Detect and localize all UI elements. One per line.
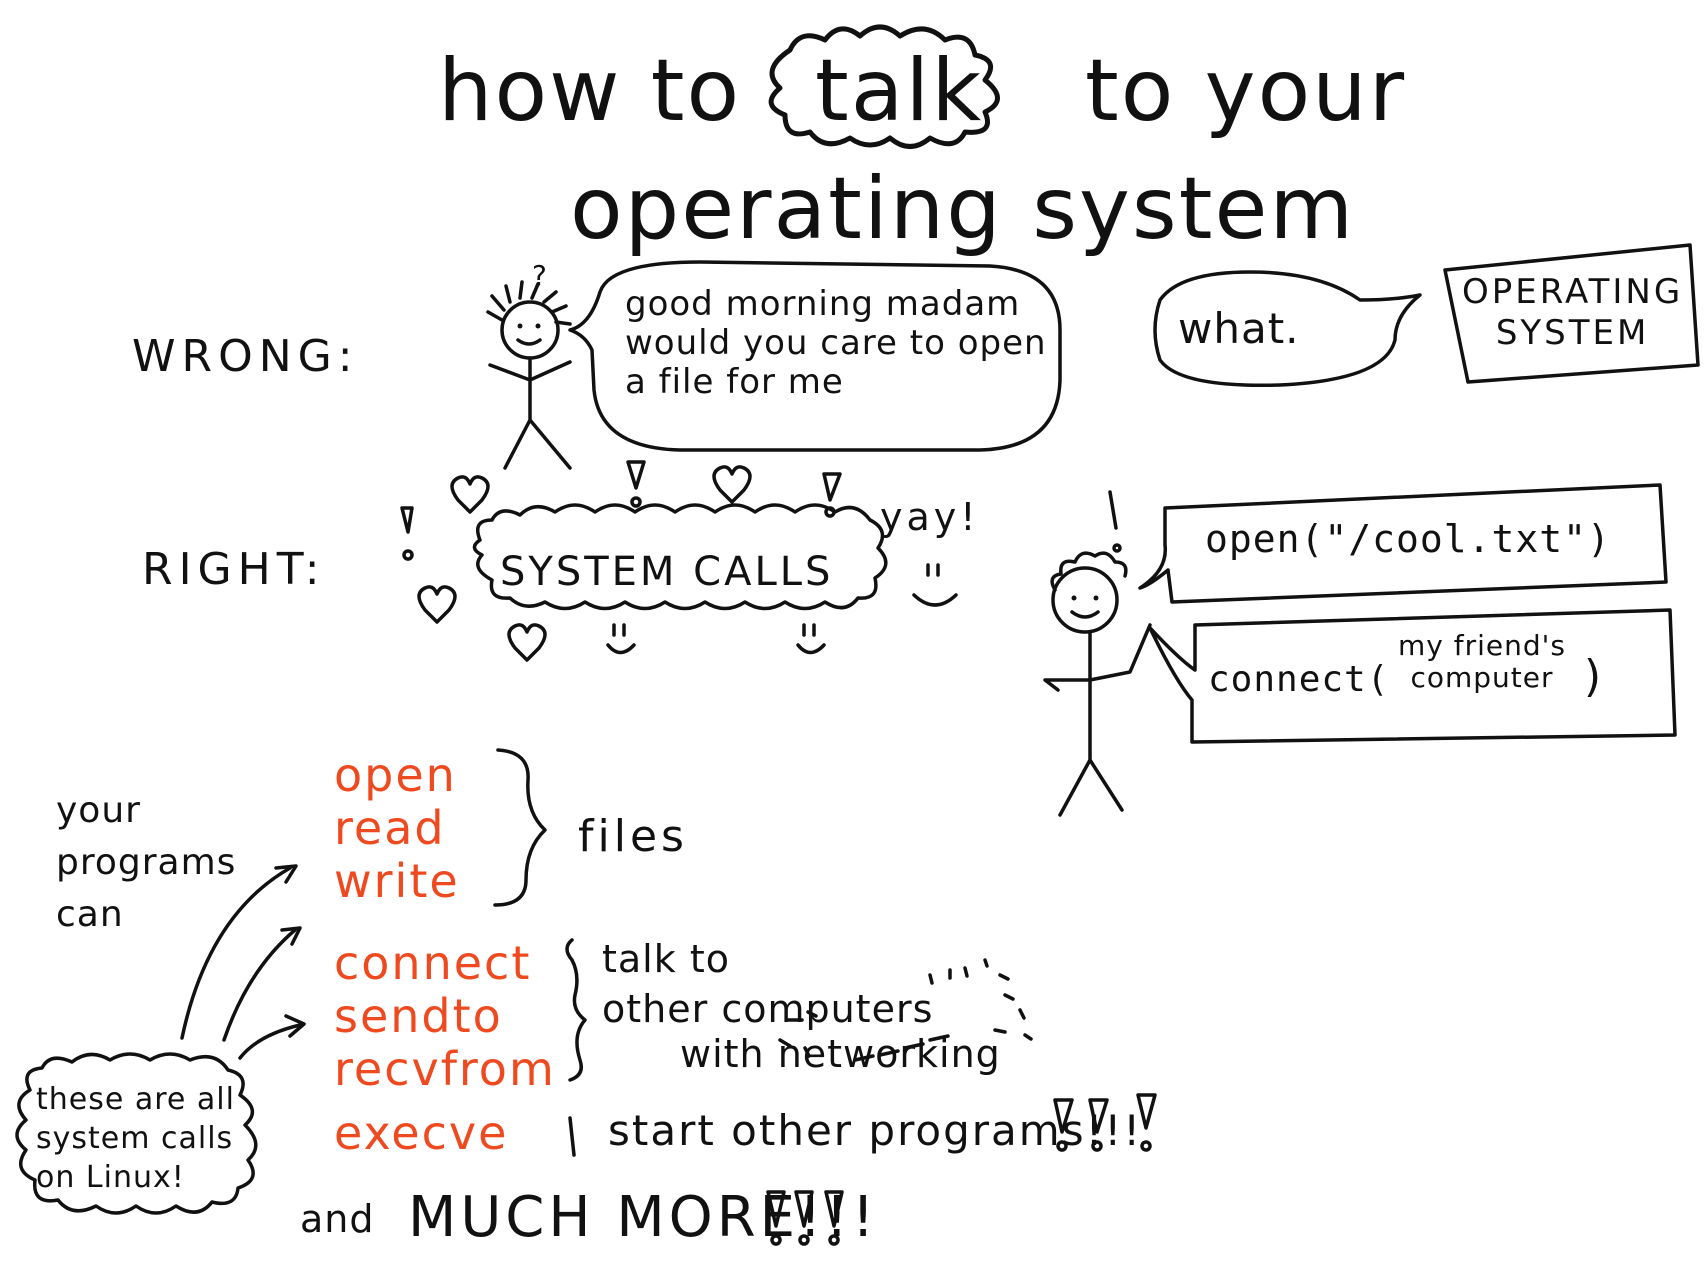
connect-call-box bbox=[1148, 608, 1677, 744]
system-calls-cloud bbox=[472, 503, 888, 611]
title-line1-before: how to bbox=[438, 41, 742, 141]
smiley-doodles bbox=[606, 563, 958, 655]
footer-prefix: and bbox=[300, 1197, 375, 1241]
open-call-text: open("/cool.txt") bbox=[1205, 517, 1611, 561]
os-box bbox=[1443, 243, 1700, 384]
execve-bar bbox=[568, 1116, 576, 1157]
exclamation-doodles bbox=[400, 460, 1122, 561]
net-desc-line3: with networking bbox=[680, 1032, 1001, 1076]
files-brace bbox=[493, 748, 547, 907]
heart-doodle bbox=[450, 475, 490, 514]
connect-call-prefix: connect( bbox=[1208, 659, 1390, 700]
files-desc: files bbox=[578, 811, 688, 862]
note-arrows bbox=[180, 864, 306, 1060]
net-desc-line1: talk to bbox=[602, 937, 730, 981]
wrong-stick-figure bbox=[486, 280, 572, 470]
os-box-text: OPERATING SYSTEM bbox=[1462, 272, 1684, 353]
heart-doodle bbox=[712, 465, 752, 504]
wrong-speech-text: good morning madam would you care to ope… bbox=[625, 284, 1047, 403]
execve-exclamations bbox=[1053, 1093, 1157, 1152]
syscall-execve: execve bbox=[334, 1106, 509, 1160]
list-intro: your programs can bbox=[56, 790, 237, 936]
title-line1-emph: talk bbox=[815, 41, 984, 141]
syscall-recvfrom: recvfrom bbox=[334, 1042, 556, 1096]
wrong-label: WRONG: bbox=[132, 331, 359, 382]
syscall-write: write bbox=[334, 854, 460, 908]
syscall-read: read bbox=[334, 801, 446, 855]
connect-call-suffix: ) bbox=[1580, 651, 1608, 702]
syscall-open: open bbox=[334, 748, 457, 802]
heart-doodle bbox=[417, 585, 457, 624]
networking-brace bbox=[565, 938, 587, 1082]
title-line2: operating system bbox=[570, 159, 1356, 259]
wrong-person-question: ? bbox=[532, 259, 548, 292]
right-stick-figure bbox=[1043, 551, 1152, 817]
execve-desc: start other programs!!! bbox=[608, 1106, 1143, 1155]
note-cloud bbox=[15, 1052, 258, 1215]
connect-call-arg: my friend's computer bbox=[1398, 629, 1566, 695]
footer-exclamations bbox=[766, 1190, 844, 1246]
system-calls-text: SYSTEM CALLS bbox=[500, 549, 834, 595]
syscall-sendto: sendto bbox=[334, 989, 503, 1043]
talk-scribble-outline bbox=[768, 24, 1000, 149]
footer-main: MUCH MORE!!! bbox=[408, 1185, 879, 1250]
right-label: RIGHT: bbox=[142, 544, 326, 595]
note-text: these are all system calls on Linux! bbox=[36, 1082, 235, 1195]
networking-sparkles bbox=[778, 958, 1033, 1062]
os-speech-bubble bbox=[1153, 270, 1422, 388]
wrong-speech-bubble bbox=[568, 260, 1062, 452]
title-line1-after: to your bbox=[1085, 41, 1407, 141]
yay-text: yay! bbox=[880, 495, 980, 539]
net-desc-line2: other computers bbox=[602, 987, 934, 1031]
os-reply-text: what. bbox=[1178, 304, 1300, 353]
heart-doodle bbox=[507, 623, 547, 662]
syscall-connect: connect bbox=[334, 936, 532, 990]
open-call-box bbox=[1138, 483, 1668, 604]
